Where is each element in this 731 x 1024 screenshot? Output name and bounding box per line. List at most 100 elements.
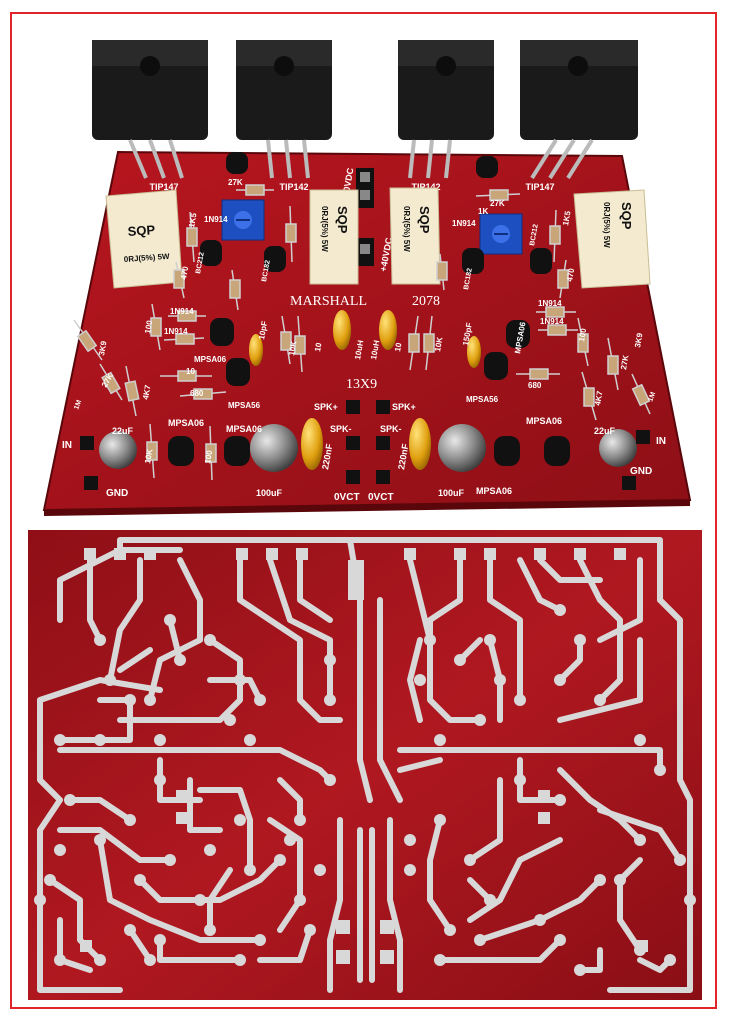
label-1n914-right-b: 1N914 [540,317,564,326]
input-connectors [80,430,650,490]
label-4k7-left: 4K7 [141,384,153,401]
image-frame [10,12,717,1009]
label-mpsa56-left: MPSA56 [228,401,261,410]
power-resistor-1-value: 0RJ(5%) 5W [124,252,171,264]
speaker-terminals [346,400,390,484]
label-10uh-left: 10uH [353,339,365,360]
label-mpsa06-bottom-left-2: MPSA06 [226,424,262,434]
label-tip147-left: TIP147 [149,182,178,192]
board-size-label: 13X9 [346,377,377,392]
label-10-left-low: 10 [186,367,195,376]
label-22uf-left: 22uF [112,426,134,436]
label-mpsa06-bottom-right-2: MPSA06 [476,486,512,496]
label-10uh-right: 10uH [369,339,381,360]
label-3k9-right: 3K9 [633,332,645,349]
label-1k-right: 1K [478,207,488,216]
label-1m-left: 1M [73,399,83,411]
label-in-left: IN [62,440,72,451]
transistor-tip147-left [92,40,208,179]
trimmer-right [479,213,523,255]
label-1n914-upper-right: 1N914 [452,219,476,228]
power-resistor-1: SQP 0RJ(5%) 5W [105,189,183,289]
label-10k-right: 10K [433,336,444,352]
label-ovct-left: 0VCT [334,492,360,503]
driver-transistor-top-right [476,156,498,178]
pcb-3d-render: TIP147 TIP142 TIP142 TIP147 -40VDC +40VD… [42,40,692,516]
label-bc212-right: BC212 [529,224,540,247]
label-150pf: 150pF [461,322,474,346]
board-title-right: 2078 [412,294,440,309]
label-mpsa06-bottom-left: MPSA06 [168,418,204,428]
label-tip147-right: TIP147 [525,182,554,192]
trimmer-left [221,199,265,241]
power-resistor-3: SQP 0RJ(5%) 5W [389,187,441,285]
label-1m-right: 1M [647,391,657,403]
power-resistor-2-value: 0RJ(5%) 5W [320,206,329,252]
axial-resistors [73,184,651,481]
label-680-left: 680 [190,389,204,398]
label-470-right: 470 [565,267,576,282]
transistor-tip142-left [236,40,332,179]
label-470-left: 470 [179,265,190,280]
copper-pads [80,548,648,964]
label-bc212-left: BC212 [195,252,206,275]
power-resistor-1-brand: SQP [127,222,156,239]
power-resistor-4: SQP 0RJ(5%) 5W [573,189,651,289]
label-10-right: 10 [393,341,404,352]
label-spk-minus-left: SPK- [330,424,352,434]
label-spk-minus-right: SPK- [380,424,402,434]
supply-connector [356,168,374,266]
label-1n914-upper-left: 1N914 [204,215,228,224]
label-220nf-right: 220nF [396,442,410,470]
label-680-right: 680 [528,381,542,390]
label-bc182-left: BC182 [261,260,272,283]
label-100-bottom-left: 100 [203,449,214,464]
transistor-tip142-right [398,40,494,179]
board-title-left: MARSHALL [290,294,367,309]
label-tip142-left: TIP142 [279,182,308,192]
label-spk-plus-left: SPK+ [314,402,338,412]
small-transistors [168,240,570,466]
power-resistor-4-brand: SQP [619,202,634,230]
label-ovct-right: 0VCT [368,492,394,503]
label-3k9-left: 3K9 [97,340,109,357]
label-27k-right: 27K [619,354,630,370]
label-bc182-right: BC182 [463,268,474,291]
label-mpsa06-bottom-right: MPSA06 [526,416,562,426]
label-gnd-left: GND [106,488,128,499]
label-220nf-left: 220nF [320,442,334,470]
label-10k-bottom-left: 10K [143,448,154,464]
copper-board [28,530,702,1000]
power-resistor-4-value: 0RJ(5%) 5W [602,202,611,248]
label-27k-top-left: 27K [228,178,243,187]
label-1n914-left-b: 1N914 [164,327,188,336]
film-capacitors [249,310,481,470]
copper-vias [34,604,696,976]
label-4k7-right: 4K7 [593,390,605,407]
label-100uf-right: 100uF [438,488,465,498]
label-100uf-left: 100uF [256,488,283,498]
label-100-right: 100 [577,327,588,342]
power-resistor-2-brand: SQP [335,206,350,234]
label-10pf: 10pF [257,320,269,340]
label-in-right: IN [656,436,666,447]
label-22uf-right: 22uF [594,426,616,436]
transistor-tip147-right [520,40,638,180]
label-10k-left: 10K [287,340,298,356]
power-resistor-2: SQP 0RJ(5%) 5W [309,189,359,285]
label-10-left: 10 [313,341,324,352]
label-1n914-left-a: 1N914 [170,307,194,316]
label-1n914-right-a: 1N914 [538,299,562,308]
label-spk-plus-right: SPK+ [392,402,416,412]
power-resistor-3-brand: SQP [417,206,432,234]
label-1k5-right: 1K5 [561,210,573,227]
driver-transistor-top-left [226,152,248,174]
label-tip142-right: TIP142 [411,182,440,192]
copper-traces [37,537,693,993]
label-gnd-right: GND [630,466,652,477]
label-1k5-left: 1K5 [187,212,199,229]
label-mpsa06-left: MPSA06 [194,355,227,364]
label-mpsa56-right: MPSA56 [466,395,499,404]
power-resistor-3-value: 0RJ(5%) 5W [402,206,411,252]
